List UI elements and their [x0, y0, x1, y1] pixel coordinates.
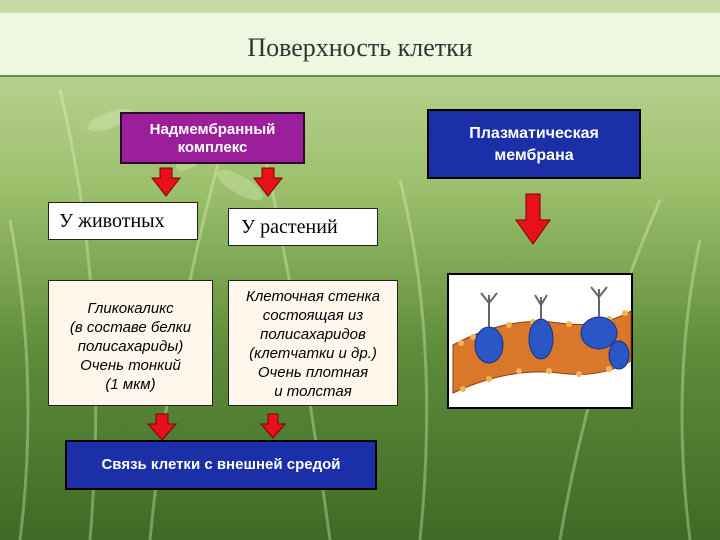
cell-wall-line-2: состоящая из [262, 307, 364, 324]
plasma-line-1: Плазматическая [469, 125, 599, 142]
cell-wall-line-1: Клеточная стенка [245, 288, 381, 305]
membrane-illustration [452, 286, 632, 394]
arrow-to-plants-icon [252, 167, 284, 197]
plasma-membrane-box: Плазматическая мембрана [427, 109, 641, 179]
arrow-to-membrane-icon [515, 193, 551, 245]
cell-wall-line-6: и толстая [274, 383, 352, 400]
supramembrane-line-2: комплекс [177, 139, 248, 156]
glycocalyx-box: Гликокаликс (в составе белки полисахарид… [48, 280, 213, 406]
link-environment-box: Связь клетки с внешней средой [65, 440, 377, 490]
cell-wall-line-4: (клетчатки и др.) [249, 345, 377, 362]
cell-wall-line-3: полисахаридов [260, 326, 366, 343]
title-bar: Поверхность клетки [0, 12, 720, 77]
glycocalyx-line-1: Гликокаликс [87, 300, 174, 317]
animals-box: У животных [48, 202, 198, 240]
glycocalyx-line-2: (в составе белки [69, 319, 192, 336]
plasma-line-2: мембрана [494, 147, 574, 164]
membrane-image [447, 273, 633, 409]
glycocalyx-line-4: Очень тонкий [80, 357, 181, 374]
plants-box: У растений [228, 208, 378, 246]
arrow-from-cell-wall-icon [259, 413, 287, 439]
supramembrane-line-1: Надмембранный [149, 121, 276, 138]
arrow-from-glycocalyx-icon [146, 413, 178, 441]
cell-wall-line-5: Очень плотная [257, 364, 369, 381]
glycocalyx-line-5: (1 мкм) [105, 376, 156, 393]
page-title: Поверхность клетки [247, 33, 473, 62]
supramembrane-complex-box: Надмембранный комплекс [120, 112, 305, 164]
arrow-to-animals-icon [150, 167, 182, 197]
cell-wall-box: Клеточная стенка состоящая из полисахари… [228, 280, 398, 406]
glycocalyx-line-3: полисахариды) [77, 338, 184, 355]
